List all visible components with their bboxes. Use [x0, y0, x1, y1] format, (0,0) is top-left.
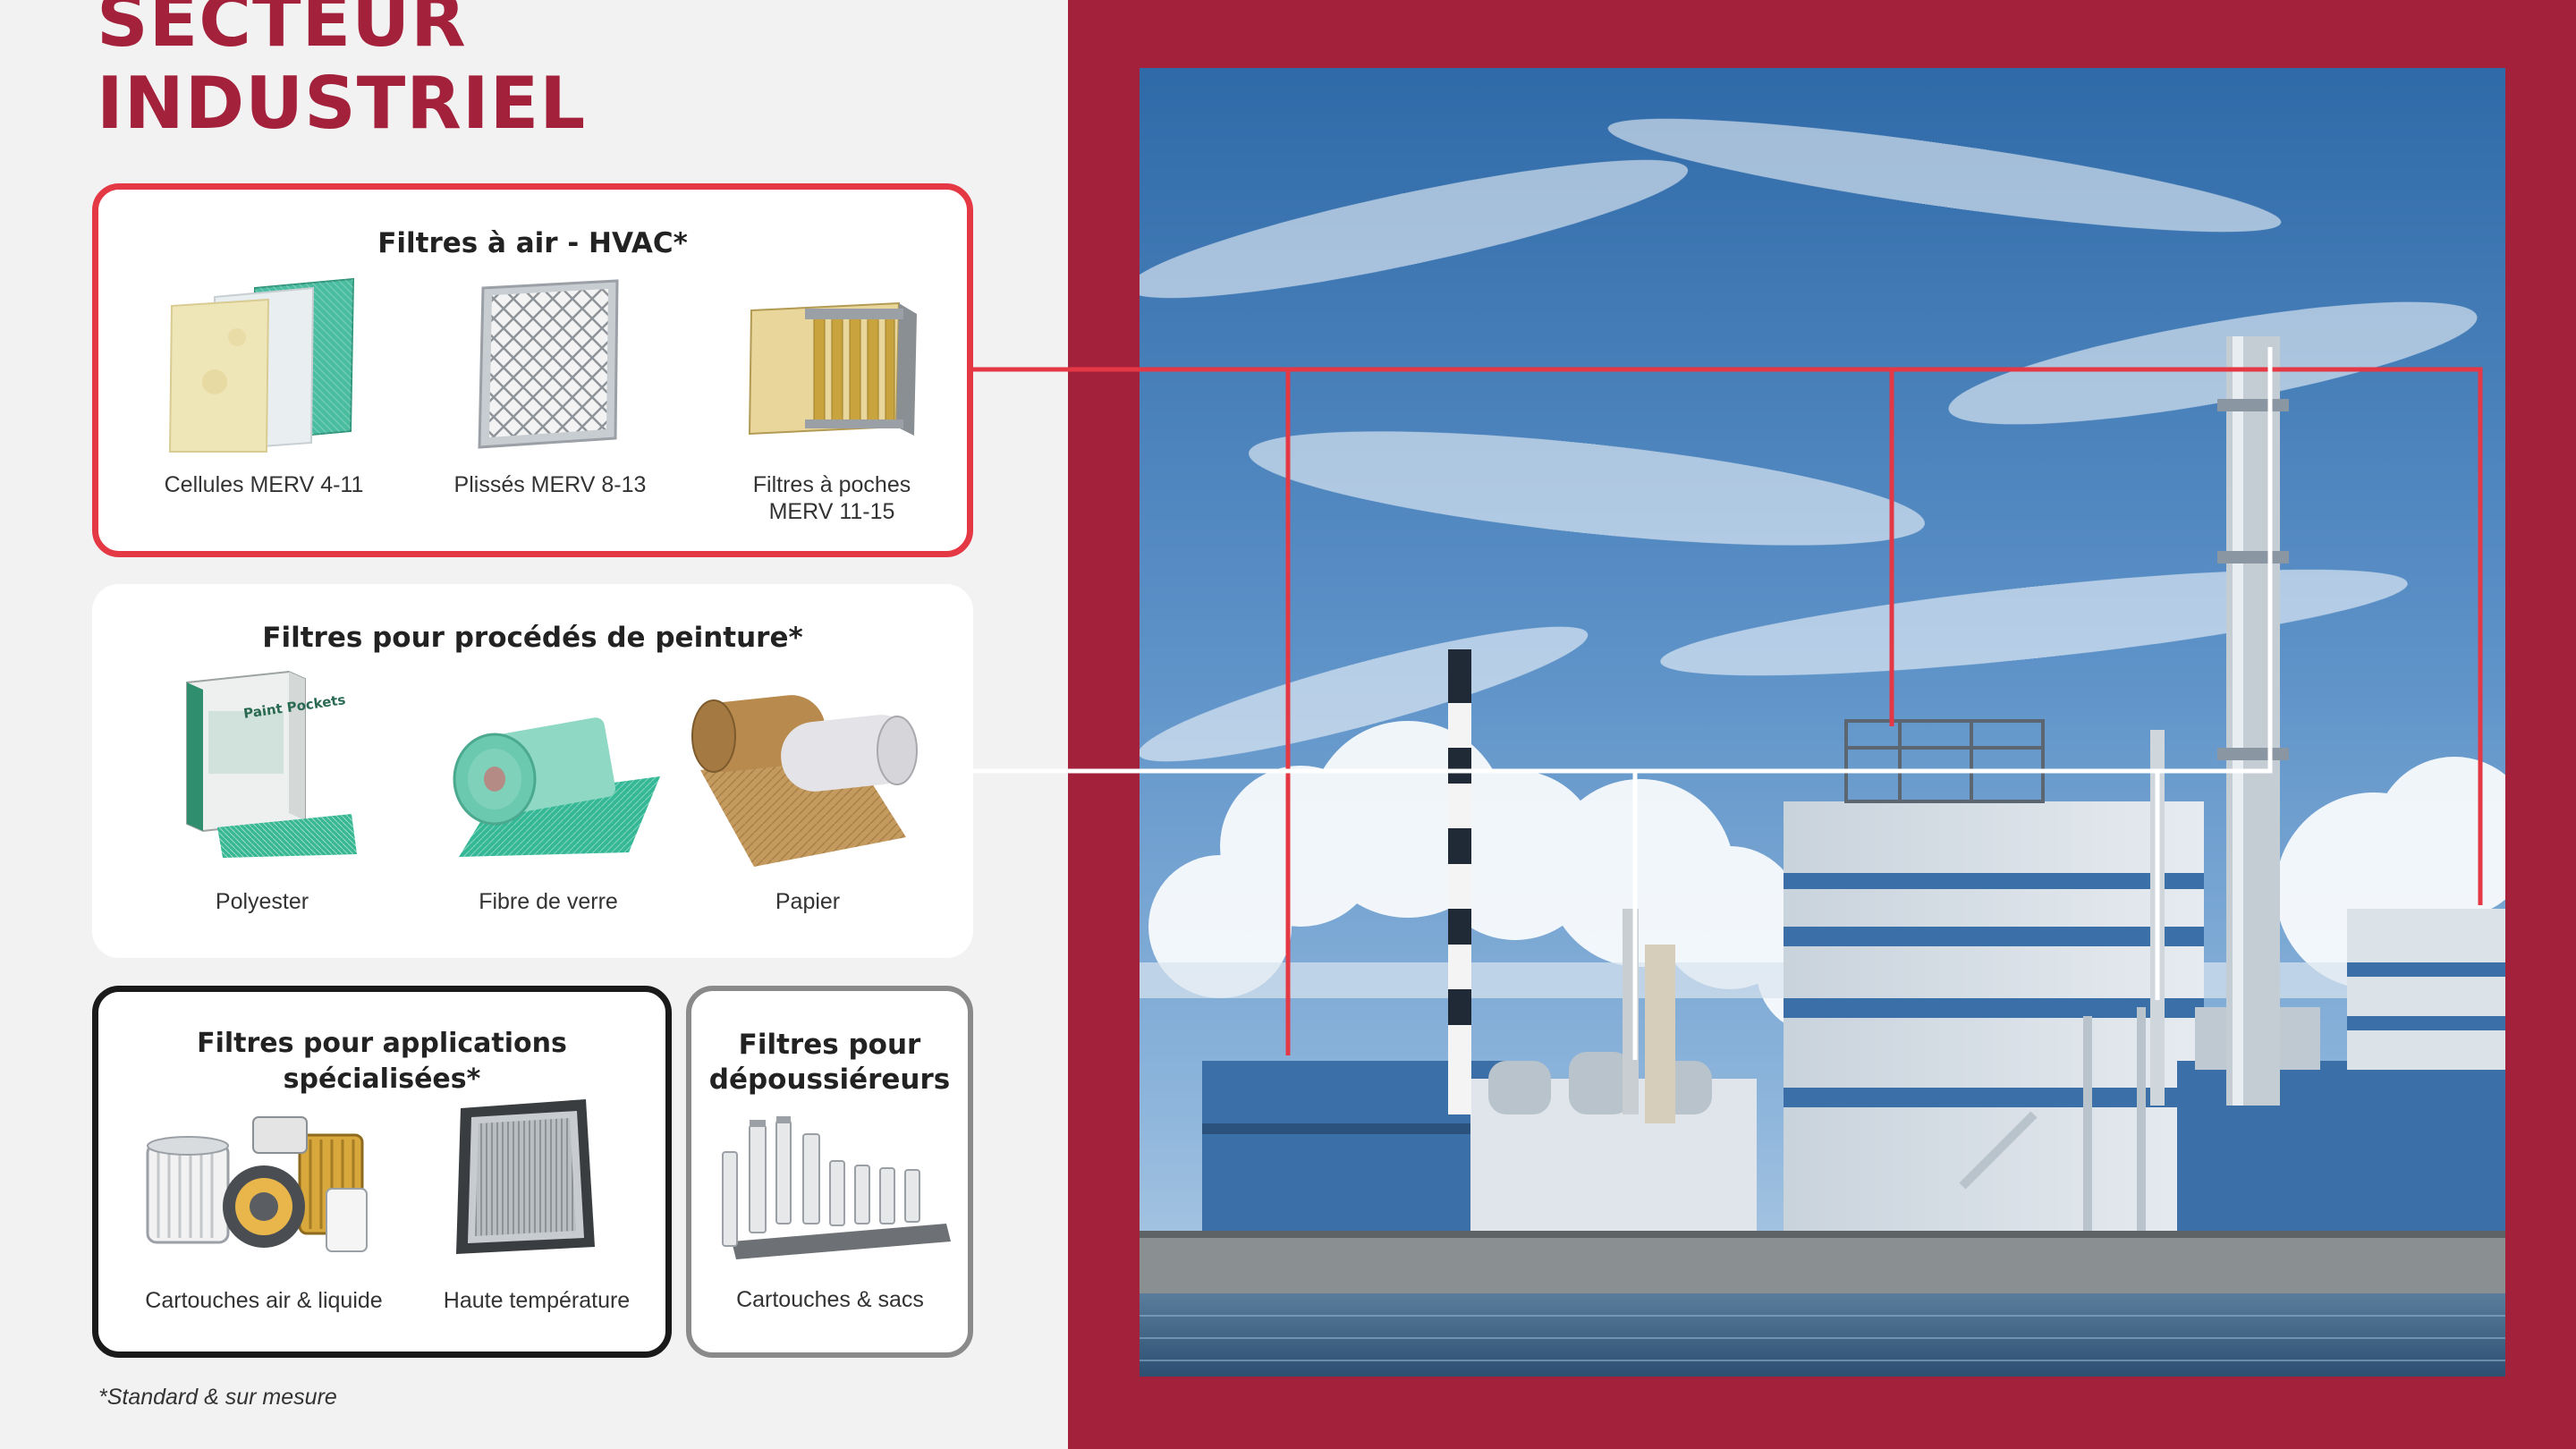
dust-cartridges-image	[722, 1116, 951, 1259]
hvac-item-label-line1: Filtres à poches	[752, 472, 911, 497]
fiberglass-roll-image	[453, 717, 660, 857]
specialized-item-label: Haute température	[443, 1288, 631, 1313]
footnote: *Standard & sur mesure	[98, 1385, 337, 1410]
industrial-plant-photo	[1140, 68, 2505, 1377]
paint-item-label: Polyester	[215, 889, 309, 914]
pleated-filter-image	[478, 279, 619, 449]
specialized-item-label: Cartouches air & liquide	[145, 1288, 383, 1313]
dust-card-title-line1: Filtres pour	[738, 1029, 921, 1061]
hvac-item-label-line2: MERV 11-15	[768, 499, 895, 524]
paint-card-title: Filtres pour procédés de peinture*	[262, 622, 803, 654]
hvac-item-label: Plissés MERV 8-13	[453, 472, 647, 497]
cell-filter-image	[168, 277, 355, 453]
paint-filters-card: Filtres pour procédés de peinture* Paint…	[92, 584, 973, 958]
dust-item-label: Cartouches & sacs	[736, 1287, 924, 1312]
bag-filter-image	[748, 301, 917, 436]
hvac-item-label: Cellules MERV 4-11	[164, 472, 364, 497]
plant-illustration	[1140, 68, 2505, 1377]
title-line-1: SECTEUR	[97, 0, 467, 63]
dust-collector-filters-card: Filtres pour dépoussiéreurs Cartouches &…	[686, 986, 973, 1358]
polyester-box-image: Paint Pockets	[186, 670, 357, 858]
paint-item-label: Fibre de verre	[479, 889, 618, 914]
high-temp-filter-image	[456, 1099, 595, 1254]
hvac-filters-card: Filtres à air - HVAC* Cellules MERV 4-11…	[92, 183, 973, 557]
title-line-2: INDUSTRIEL	[97, 62, 587, 145]
page-title: SECTEUR INDUSTRIEL	[97, 0, 586, 145]
hvac-card-title: Filtres à air - HVAC*	[377, 227, 688, 259]
paper-roll-image	[691, 695, 918, 867]
paint-item-label: Papier	[775, 889, 841, 914]
dust-card-title-line2: dépoussiéreurs	[708, 1063, 951, 1096]
specialized-filters-card: Filtres pour applications spécialisées* …	[92, 986, 672, 1358]
cartridge-filters-image	[146, 1116, 368, 1252]
specialized-card-title: Filtres pour applications spécialisées*	[197, 1028, 567, 1095]
